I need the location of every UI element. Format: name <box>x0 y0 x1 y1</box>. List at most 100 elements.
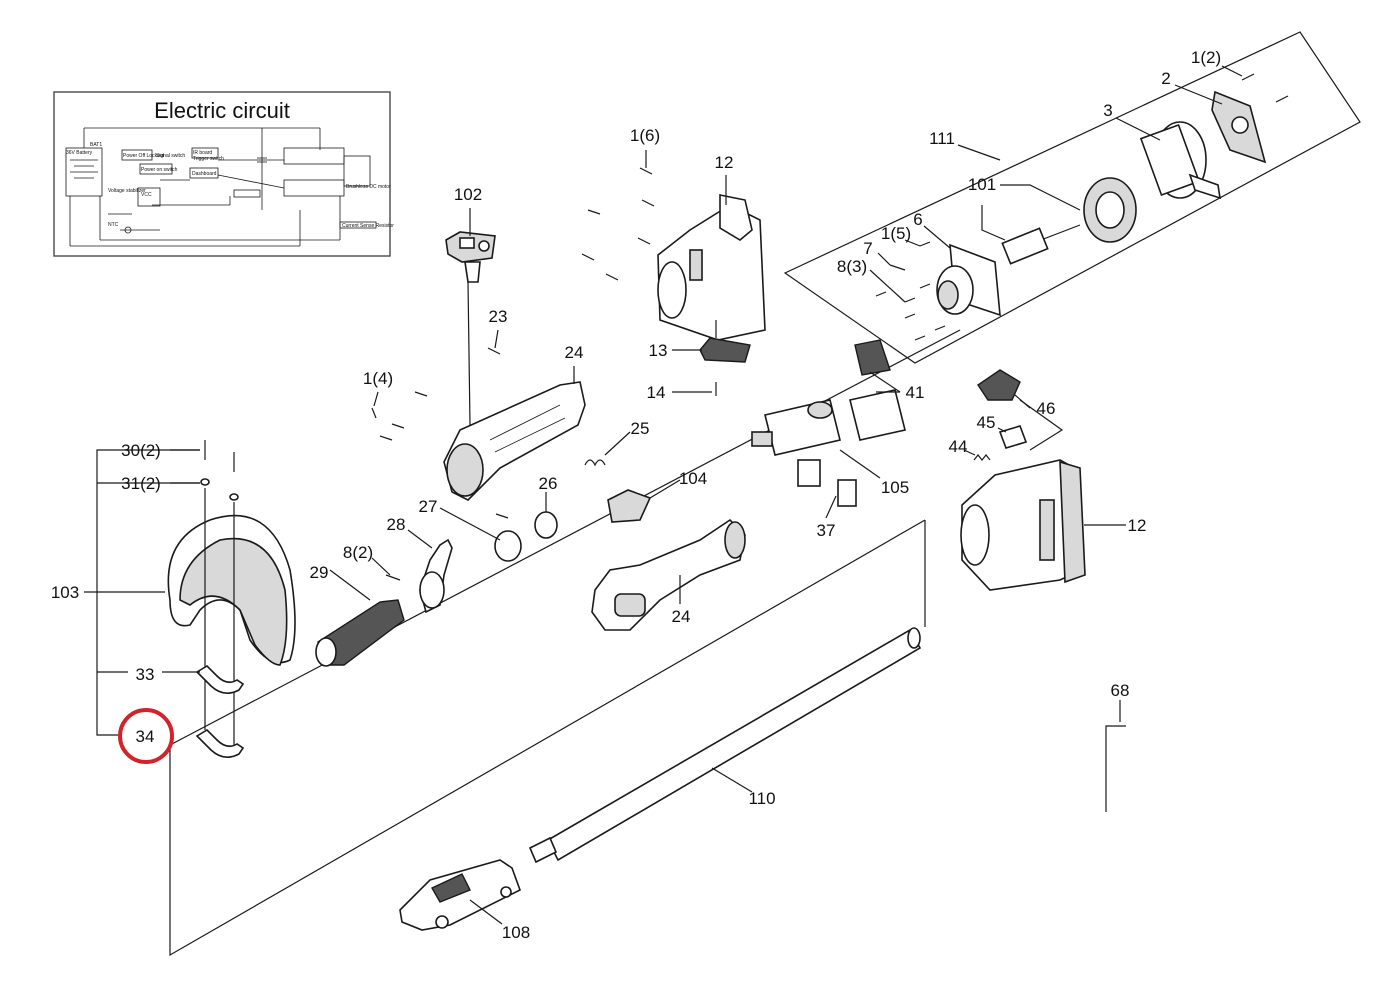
circuit-labels: BAT1 36V Battery Power Off Lockout Signa… <box>66 142 394 229</box>
part-102-display <box>445 231 496 283</box>
callout-3: 3 <box>1103 101 1112 120</box>
callout-31-2: 31(2) <box>121 474 161 493</box>
callout-1-5: 1(5) <box>881 224 911 243</box>
part-110-shaft <box>528 627 922 864</box>
callout-111: 111 <box>929 129 955 148</box>
part-27-ring <box>494 530 522 562</box>
part-6-bracket <box>936 243 1001 317</box>
callout-102: 102 <box>454 185 482 204</box>
part-104-clip <box>607 489 652 523</box>
callout-108: 108 <box>502 923 530 942</box>
motor-screws <box>875 241 946 341</box>
callout-12-right: 12 <box>1128 516 1147 535</box>
circuit-label: BAT1 <box>90 142 102 148</box>
callout-44: 44 <box>949 437 968 456</box>
callout-27: 27 <box>419 497 438 516</box>
callout-33: 33 <box>136 665 155 684</box>
washers-31-2 <box>200 478 239 501</box>
callout-68: 68 <box>1111 681 1130 700</box>
callout-24-bottom: 24 <box>672 607 691 626</box>
part-24-handle-top <box>443 381 586 501</box>
motor-group-outline <box>783 31 1361 364</box>
callout-41: 41 <box>906 383 925 402</box>
shaft-group-outline <box>169 519 926 957</box>
callout-28: 28 <box>387 515 406 534</box>
circuit-label: Signal switch <box>156 153 185 159</box>
circuit-label: Voltage stabilizer <box>108 188 146 194</box>
part-25-spring <box>584 459 606 467</box>
circuit-wiring <box>65 127 377 247</box>
circuit-label: Dashboard <box>192 171 217 177</box>
circuit-label: NTC <box>108 222 119 228</box>
part-44-spring <box>973 454 991 461</box>
part-34-clamp <box>195 728 245 758</box>
part-101-rotor <box>1001 177 1137 265</box>
part-33-clamp <box>195 664 245 694</box>
callout-101: 101 <box>968 175 996 194</box>
part-103-d-handle <box>167 514 296 666</box>
part-41-terminal <box>849 339 906 441</box>
screws-30-2 <box>204 440 235 472</box>
circuit-label: IR board <box>193 150 212 156</box>
callout-14: 14 <box>647 383 666 402</box>
screws-1-2 <box>1241 73 1289 103</box>
part-37-sensor <box>837 479 857 507</box>
circuit-frame <box>53 91 391 257</box>
screws-1-4 <box>371 391 428 441</box>
part-23-screw <box>487 347 501 355</box>
circuit-label: Trigger switch <box>193 156 224 162</box>
callout-12-top: 12 <box>715 153 734 172</box>
callout-1-2: 1(2) <box>1191 48 1221 67</box>
callout-110: 110 <box>748 789 775 808</box>
circuit-title: Electric circuit <box>154 98 290 123</box>
circuit-label: Brushless DC motor <box>346 184 391 190</box>
part-28-lever <box>419 538 453 614</box>
screws-1-6 <box>581 167 655 281</box>
callout-labels: 1(2) 2 3 111 101 1(6) 12 102 6 1(5) 7 8(… <box>51 48 1221 942</box>
part-68-hex-key <box>1105 725 1126 812</box>
callout-23: 23 <box>489 307 508 326</box>
callout-29: 29 <box>310 563 329 582</box>
circuit-inset: Electric circuit <box>53 91 394 257</box>
callout-13: 13 <box>649 341 668 360</box>
part-3-motor-housing <box>1139 121 1221 200</box>
callout-105: 105 <box>881 478 909 497</box>
callout-1-6: 1(6) <box>630 126 660 145</box>
screw-near-26 <box>495 513 509 519</box>
callout-30-2: 30(2) <box>121 441 161 460</box>
callout-24-top: 24 <box>565 343 584 362</box>
callout-46: 46 <box>1037 399 1056 418</box>
circuit-label: Power Off Lockout <box>123 153 165 159</box>
part-12-housing-top <box>657 194 766 341</box>
highlight-circle-34 <box>118 708 174 764</box>
part-108-coupler <box>399 859 521 931</box>
callout-26: 26 <box>539 474 558 493</box>
leader-lines <box>84 65 1243 925</box>
circuit-label: Current Sense Resistor <box>342 223 394 229</box>
part-46-button <box>977 369 1021 401</box>
callout-34: 34 <box>136 727 155 746</box>
part-24-handle-bottom <box>591 518 746 631</box>
part-13-plate <box>699 320 751 363</box>
part-26-clamp <box>534 511 558 539</box>
part-2-end-plate <box>1211 90 1267 164</box>
callout-8-2: 8(2) <box>343 543 373 562</box>
callout-45: 45 <box>977 413 996 432</box>
part-29-grip <box>315 599 405 667</box>
callout-2: 2 <box>1161 69 1170 88</box>
screw-8-2 <box>385 574 401 581</box>
part-12-housing-right <box>960 459 1086 591</box>
part-45-switch <box>998 425 1028 449</box>
callout-104: 104 <box>679 469 707 488</box>
callout-25: 25 <box>631 419 650 438</box>
callout-6: 6 <box>913 210 922 229</box>
part-105-controller <box>751 399 841 487</box>
main-axis-line <box>169 329 961 746</box>
circuit-label: VCC <box>141 192 152 198</box>
callout-103: 103 <box>51 583 79 602</box>
circuit-label: Power on switch <box>141 167 178 173</box>
callout-1-4: 1(4) <box>363 369 393 388</box>
callout-37: 37 <box>817 521 836 540</box>
callout-7: 7 <box>863 239 872 258</box>
